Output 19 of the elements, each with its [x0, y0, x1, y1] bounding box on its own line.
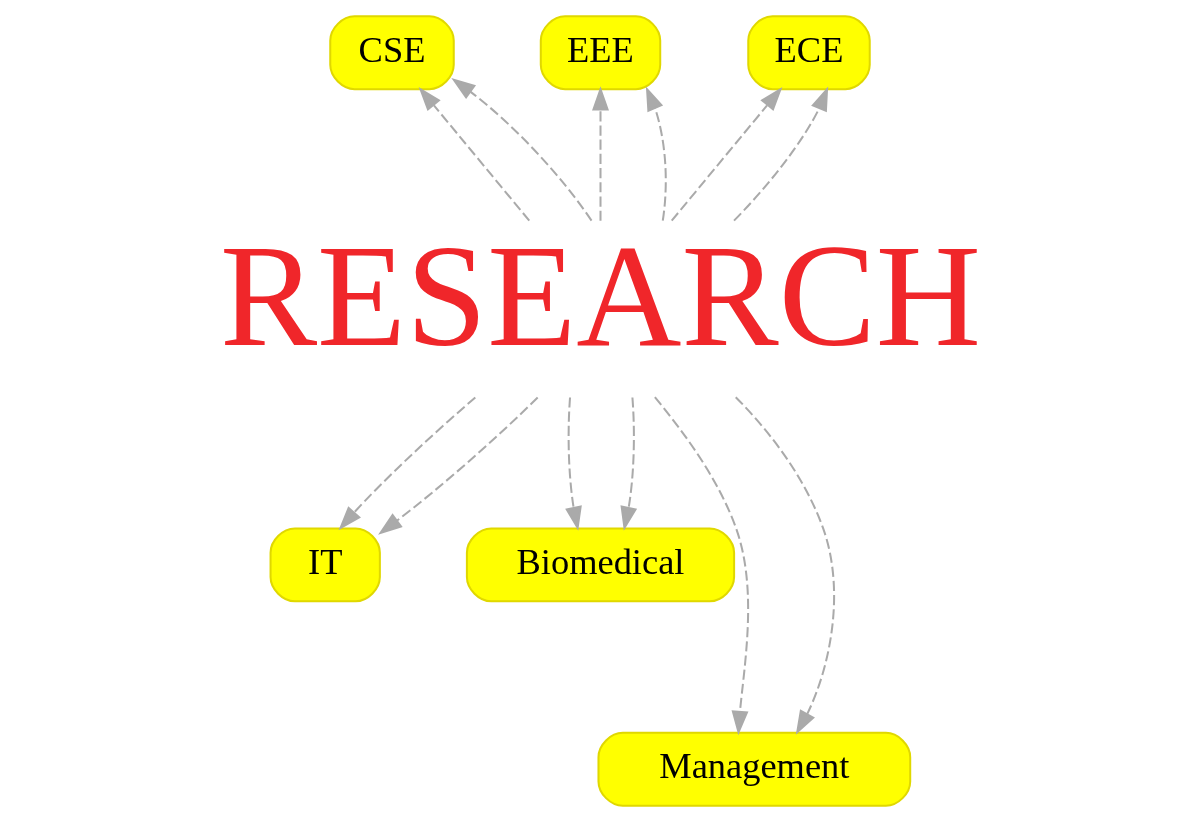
arrow [338, 396, 476, 531]
arrow [591, 86, 609, 221]
node-box: EEE [539, 15, 661, 91]
arrow [670, 86, 782, 222]
arrow [619, 397, 637, 531]
arrow [564, 397, 582, 531]
node-box: Management [596, 731, 911, 807]
arrow [734, 396, 835, 735]
arrow [653, 396, 749, 736]
arrow [418, 86, 530, 222]
arrow [732, 86, 828, 222]
node-box: IT [269, 527, 381, 603]
arrow [450, 78, 592, 222]
node-box: Biomedical [465, 527, 735, 603]
arrow [645, 86, 667, 221]
node-box: CSE [328, 15, 455, 91]
node-box: ECE [746, 15, 871, 91]
arrow [377, 396, 538, 535]
node-text: RESEARCH [219, 215, 981, 378]
